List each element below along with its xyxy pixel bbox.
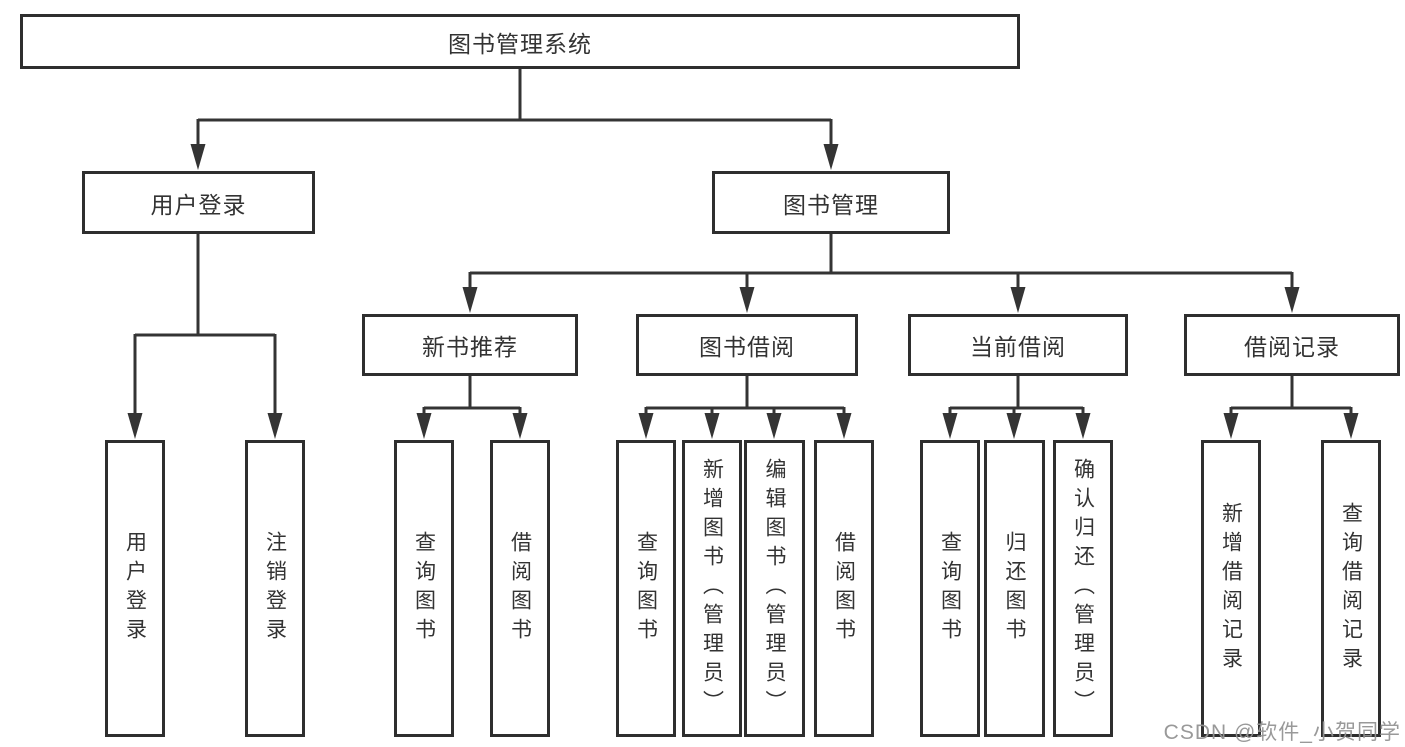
node-borrow-records-label: 借阅记录 xyxy=(1244,334,1340,360)
node-leaf-logout-label: 注销登录 xyxy=(263,530,287,647)
node-leaf-borrow-books-recommend-label: 借阅图书 xyxy=(508,530,532,647)
node-user-login-label: 用户登录 xyxy=(150,191,247,218)
node-leaf-add-books-admin-label: 新增图书（管理员） xyxy=(700,458,724,719)
node-user-login: 用户登录 xyxy=(82,171,315,234)
node-leaf-query-books-current: 查询图书 xyxy=(920,440,980,737)
arrowheads xyxy=(127,144,1359,439)
node-new-book-recommend-label: 新书推荐 xyxy=(422,334,518,360)
node-book-borrow: 图书借阅 xyxy=(636,314,858,376)
node-leaf-add-borrow-record-label: 新增借阅记录 xyxy=(1219,501,1243,676)
node-leaf-query-borrow-record: 查询借阅记录 xyxy=(1321,440,1381,737)
node-leaf-borrow-books-label: 借阅图书 xyxy=(832,530,856,647)
node-leaf-edit-books-admin: 编辑图书（管理员） xyxy=(744,440,805,737)
node-root-label: 图书管理系统 xyxy=(448,30,592,57)
node-leaf-query-books-borrow-label: 查询图书 xyxy=(634,530,658,647)
node-leaf-query-books-recommend: 查询图书 xyxy=(394,440,454,737)
node-leaf-confirm-return-admin-label: 确认归还（管理员） xyxy=(1071,458,1095,719)
node-leaf-return-books-label: 归还图书 xyxy=(1003,530,1026,647)
node-book-management: 图书管理 xyxy=(712,171,950,234)
node-leaf-query-borrow-record-label: 查询借阅记录 xyxy=(1339,501,1363,676)
node-leaf-logout: 注销登录 xyxy=(245,440,305,737)
node-leaf-user-login-label: 用户登录 xyxy=(123,530,147,647)
node-leaf-query-books-recommend-label: 查询图书 xyxy=(412,530,436,647)
node-current-borrow: 当前借阅 xyxy=(908,314,1128,376)
node-leaf-add-borrow-record: 新增借阅记录 xyxy=(1201,440,1261,737)
node-leaf-return-books: 归还图书 xyxy=(984,440,1045,737)
node-leaf-confirm-return-admin: 确认归还（管理员） xyxy=(1053,440,1113,737)
node-root: 图书管理系统 xyxy=(20,14,1020,69)
node-current-borrow-label: 当前借阅 xyxy=(970,334,1066,360)
node-leaf-query-books-borrow: 查询图书 xyxy=(616,440,676,737)
node-leaf-query-books-current-label: 查询图书 xyxy=(938,530,962,647)
node-leaf-borrow-books-recommend: 借阅图书 xyxy=(490,440,550,737)
node-new-book-recommend: 新书推荐 xyxy=(362,314,578,376)
node-book-management-label: 图书管理 xyxy=(783,191,879,218)
node-leaf-user-login: 用户登录 xyxy=(105,440,165,737)
node-leaf-borrow-books: 借阅图书 xyxy=(814,440,874,737)
node-leaf-edit-books-admin-label: 编辑图书（管理员） xyxy=(763,458,786,719)
node-leaf-add-books-admin: 新增图书（管理员） xyxy=(682,440,742,737)
watermark: CSDN @软件_小贺同学 xyxy=(1163,721,1401,744)
node-borrow-records: 借阅记录 xyxy=(1184,314,1400,376)
node-book-borrow-label: 图书借阅 xyxy=(699,334,795,360)
